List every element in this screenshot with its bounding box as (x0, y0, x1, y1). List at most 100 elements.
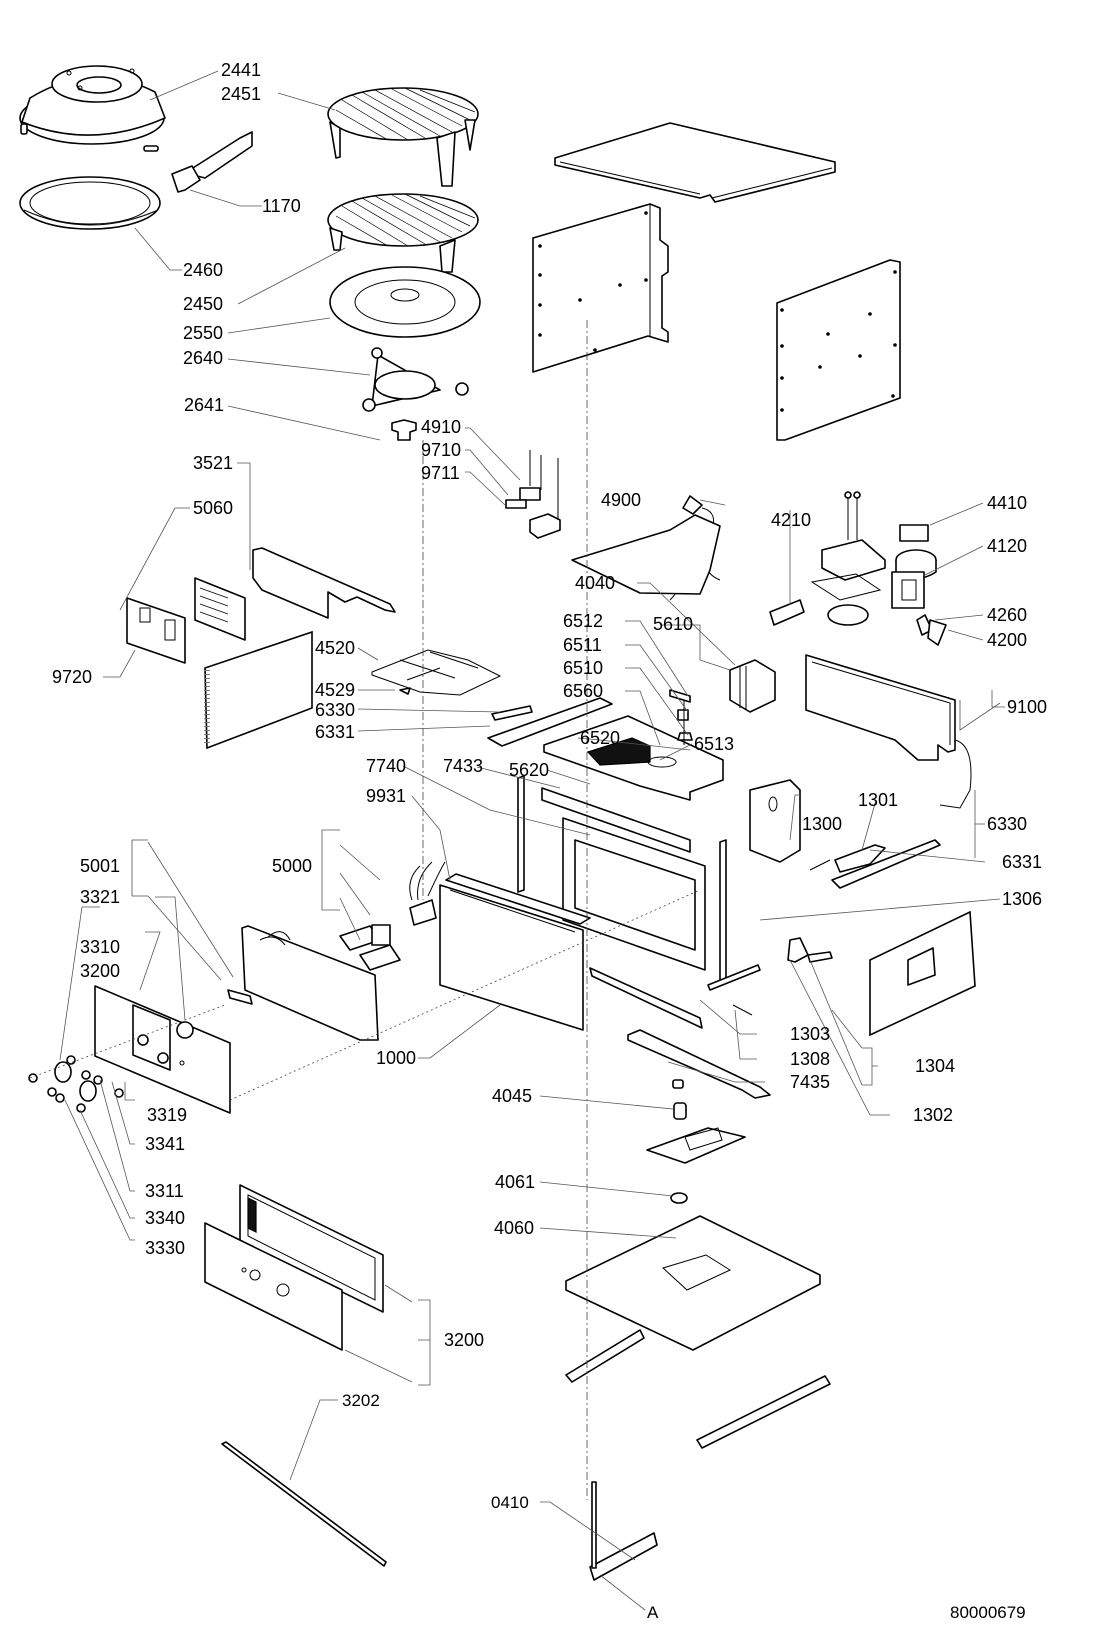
part-3200-glass-panel (204, 1222, 343, 1351)
callout-2441: 2441 (221, 60, 261, 80)
callout-0410: 0410 (491, 1493, 529, 1512)
callout-6560: 6560 (563, 681, 603, 701)
callout-4520: 4520 (315, 638, 355, 658)
callout-6331-right: 6331 (1002, 852, 1042, 872)
callout-9711: 9711 (421, 463, 460, 483)
callout-5610: 5610 (653, 614, 693, 634)
part-oven-cavity-top (543, 715, 724, 801)
reference-marker-a: A (647, 1603, 659, 1622)
part-4045-foot (672, 1079, 687, 1120)
callout-4529: 4529 (315, 680, 355, 700)
alignment-line-panel (229, 889, 701, 1101)
part-1304-insulation-right (869, 910, 976, 1037)
callout-4910: 4910 (421, 417, 461, 437)
leader-lines (59, 70, 1005, 1611)
part-bottom-rail-left (565, 1329, 645, 1383)
part-5001-control-board (227, 925, 379, 1041)
callout-3319: 3319 (147, 1105, 187, 1125)
callout-4410: 4410 (987, 493, 1027, 513)
part-7740-strip (517, 775, 525, 893)
part-1170-handle (171, 131, 253, 193)
part-4910-switch-assembly (505, 450, 561, 539)
part-9100-back-plate (805, 654, 972, 809)
part-4529-clip (399, 687, 411, 695)
callout-4040: 4040 (575, 573, 615, 593)
part-5060-pcb (126, 597, 186, 664)
part-base-pan (565, 1215, 821, 1351)
document-number: 80000679 (950, 1603, 1026, 1622)
callout-9720: 9720 (52, 667, 92, 687)
callout-1301: 1301 (858, 790, 898, 810)
callout-9931: 9931 (366, 786, 406, 806)
callout-1304: 1304 (915, 1056, 955, 1076)
callout-3200-upper: 3200 (80, 961, 120, 981)
callout-7740: 7740 (366, 756, 406, 776)
part-cabinet-left-panel (532, 203, 669, 373)
part-4410-fan-motor (895, 524, 937, 580)
callout-1308: 1308 (790, 1049, 830, 1069)
callout-9710: 9710 (421, 440, 461, 460)
callout-1170: 1170 (262, 196, 301, 216)
part-air-duct (571, 514, 721, 595)
part-2641-coupler (391, 419, 417, 441)
part-7433-rail (541, 787, 691, 853)
part-3200-control-panel (94, 985, 231, 1114)
part-1302-hinge (787, 937, 833, 963)
callout-7433: 7433 (443, 756, 483, 776)
callout-6510: 6510 (563, 658, 603, 678)
callout-5001: 5001 (80, 856, 120, 876)
part-4120-magnetron (810, 491, 925, 626)
callout-1303: 1303 (790, 1024, 830, 1044)
part-2460-plate (19, 176, 161, 230)
part-cabinet-top (554, 122, 836, 203)
part-bottom-rail-right (696, 1375, 831, 1449)
callout-9100: 9100 (1007, 697, 1047, 717)
part-vertical-strip-right (719, 839, 727, 985)
part-0410-bracket (589, 1481, 658, 1581)
callout-2451: 2451 (221, 84, 261, 104)
callout-2641: 2641 (184, 395, 224, 415)
callout-1302: 1302 (913, 1105, 953, 1125)
part-3310-knob (28, 1055, 124, 1113)
callout-4045: 4045 (492, 1086, 532, 1106)
callout-2550: 2550 (183, 323, 223, 343)
part-mount-plate (646, 1127, 746, 1164)
part-2550-turntable (329, 266, 481, 338)
callout-4061: 4061 (495, 1172, 535, 1192)
part-cabinet-right-panel (776, 259, 901, 441)
callout-5000: 5000 (272, 856, 312, 876)
callout-6520: 6520 (580, 728, 620, 748)
callout-3330: 3330 (145, 1238, 185, 1258)
callout-6511: 6511 (563, 635, 602, 655)
callout-1306: 1306 (1002, 889, 1042, 909)
callout-1300: 1300 (802, 814, 842, 834)
part-3202-strip (221, 1441, 387, 1567)
callout-2640: 2640 (183, 348, 223, 368)
part-1308-pin (732, 1004, 753, 1016)
callout-4900: 4900 (601, 490, 641, 510)
part-waveguide (749, 779, 801, 863)
callout-6330-right: 6330 (987, 814, 1027, 834)
part-1303-rod (707, 964, 761, 991)
callout-6512: 6512 (563, 611, 603, 631)
callout-3202: 3202 (342, 1391, 380, 1410)
callout-7435: 7435 (790, 1072, 830, 1092)
part-7435-rail (589, 967, 771, 1099)
part-1000-door (439, 873, 591, 1031)
part-4040-transformer (729, 659, 776, 713)
callout-3341: 3341 (145, 1134, 185, 1154)
callout-3311: 3311 (145, 1181, 184, 1201)
part-2451-rack (327, 87, 479, 187)
part-3200-window-frame (239, 1184, 384, 1313)
part-2441-cover (19, 65, 166, 152)
part-2450-rack (327, 193, 479, 273)
callout-labels: 2441 2451 1170 2460 2450 2550 2640 2641 … (52, 60, 1047, 1622)
callout-3321: 3321 (80, 887, 120, 907)
callout-6330-left: 6330 (315, 700, 355, 720)
callout-6513: 6513 (694, 734, 734, 754)
callout-4200: 4200 (987, 630, 1027, 650)
part-4061-spacer (670, 1192, 688, 1204)
part-6330-holder (491, 705, 533, 721)
callout-3200-lower: 3200 (444, 1330, 484, 1350)
